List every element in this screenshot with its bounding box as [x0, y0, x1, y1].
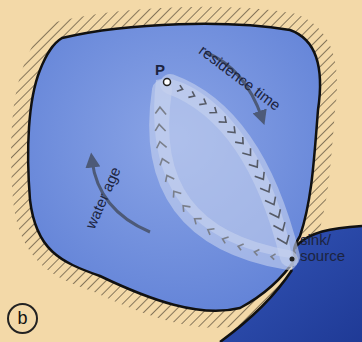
flow-feather	[249, 160, 258, 167]
flow-feather	[195, 219, 202, 225]
flow-feather	[188, 91, 194, 97]
flow-feather	[271, 254, 276, 260]
flow-feather	[223, 237, 229, 243]
flow-feather	[227, 126, 235, 132]
flow-feather	[199, 99, 206, 105]
flow-feather	[208, 229, 215, 235]
flow-feather	[255, 172, 264, 180]
flow-feather	[160, 159, 169, 166]
flow-feather	[254, 249, 259, 255]
flow-feather	[177, 85, 183, 91]
flow-feather	[219, 116, 226, 122]
sink-label: sink/ source	[300, 232, 352, 264]
flow-feather	[155, 107, 166, 114]
flow-feather	[209, 107, 216, 113]
point-label: P	[155, 62, 165, 78]
flow-feather	[173, 191, 181, 197]
panel-circle: b	[7, 303, 38, 334]
flow-feather	[238, 244, 244, 250]
flow-feather	[265, 197, 275, 205]
flow-feather	[166, 175, 175, 182]
flow-feather	[242, 148, 250, 155]
flow-feather	[269, 209, 280, 217]
flow-feather	[277, 235, 289, 244]
flow-feather	[260, 184, 270, 192]
panel-letter: b	[17, 308, 27, 329]
flow-feather	[155, 124, 165, 131]
flow-feather	[273, 222, 284, 230]
flow-feather	[183, 206, 190, 212]
flow-feather	[235, 137, 243, 144]
flow-feather	[157, 142, 167, 149]
